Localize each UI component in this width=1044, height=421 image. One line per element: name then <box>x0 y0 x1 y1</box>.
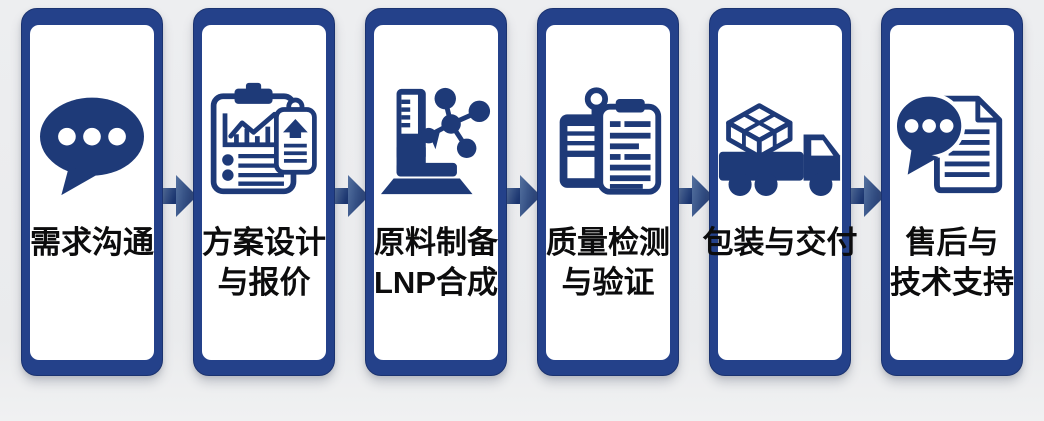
arrow-right-icon <box>331 175 369 217</box>
flow-arrow <box>675 173 713 219</box>
step-label-line: 质量检测 <box>546 225 670 260</box>
step-label-line: 与报价 <box>217 265 311 300</box>
step-icon-area <box>550 25 666 197</box>
step-card-quality-check: 质量检测 与验证 <box>537 8 679 376</box>
step-card-face: 质量检测 与验证 <box>546 25 670 360</box>
step-label-line: LNP合成 <box>374 265 498 300</box>
flow-arrow <box>847 173 885 219</box>
step-icon-area <box>375 25 497 197</box>
step-label-line: 与验证 <box>561 265 655 300</box>
microscope-molecule-icon <box>380 87 491 195</box>
step-label: 需求沟通 <box>12 223 172 263</box>
step-card-face: 包装与交付 <box>703 25 858 360</box>
step-label-line: 售后与 <box>905 225 999 260</box>
step-label: 质量检测 与验证 <box>528 223 688 303</box>
step-label-line: 技术支持 <box>890 265 1014 300</box>
step-card-face: 需求沟通 <box>30 25 154 360</box>
step-label: 包装与交付 <box>700 223 860 263</box>
clipboard-chart-icon <box>210 82 317 195</box>
step-card-material-lnp: 原料制备 LNP合成 <box>365 8 507 376</box>
arrow-right-icon <box>159 175 197 217</box>
arrow-right-icon <box>675 175 713 217</box>
flow-arrow <box>331 173 369 219</box>
step-card-packaging-delivery: 包装与交付 <box>703 8 858 376</box>
chat-document-icon <box>893 92 1002 194</box>
step-icon-area <box>35 25 149 197</box>
step-label: 原料制备 LNP合成 <box>356 223 516 303</box>
process-flow-diagram: 需求沟通 <box>21 8 1023 376</box>
delivery-truck-icon <box>718 103 841 197</box>
step-card-face: 方案设计 与报价 <box>202 25 326 360</box>
step-label-line: 原料制备 <box>374 225 498 260</box>
speech-bubble-icon <box>40 97 144 196</box>
step-card-design-quote: 方案设计 与报价 <box>193 8 335 376</box>
badge-checklist-icon <box>559 87 662 195</box>
step-label-line: 包装与交付 <box>702 225 858 260</box>
step-label: 方案设计 与报价 <box>184 223 344 303</box>
flow-arrow <box>503 173 541 219</box>
step-card-face: 原料制备 LNP合成 <box>374 25 498 360</box>
step-label-line: 方案设计 <box>202 225 326 260</box>
step-icon-area <box>893 25 1011 197</box>
step-icon-area <box>715 25 845 197</box>
step-card-aftersales-support: 售后与 技术支持 <box>881 8 1023 376</box>
step-card-face: 售后与 技术支持 <box>890 25 1014 360</box>
step-card-requirements: 需求沟通 <box>21 8 163 376</box>
step-label: 售后与 技术支持 <box>872 223 1032 303</box>
arrow-right-icon <box>503 175 541 217</box>
flow-arrow <box>159 173 197 219</box>
step-label-line: 需求沟通 <box>30 225 154 260</box>
step-icon-area <box>205 25 323 197</box>
arrow-right-icon <box>847 175 885 217</box>
